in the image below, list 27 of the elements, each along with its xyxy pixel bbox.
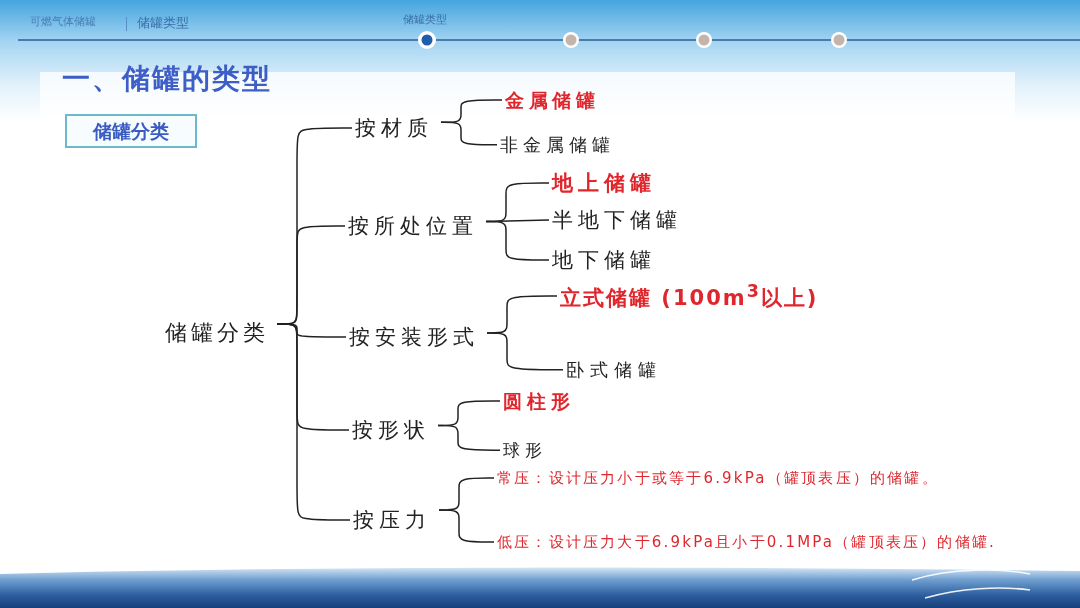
breadcrumb-text: 储罐类型 [137, 15, 189, 30]
tank-type-label: 卧式储罐 [566, 359, 662, 381]
tank-type-label: 半地下储罐 [552, 207, 682, 233]
tank-type-label: 地上储罐 [552, 170, 656, 196]
brace-connector [276, 323, 351, 521]
brace-connector [485, 220, 550, 261]
pressure-class-text: 常压：设计压力小于或等于6.9kPa（罐顶表压）的储罐。 [497, 469, 939, 487]
root-category-label: 储罐分类 [165, 320, 269, 347]
criterion-label: 按形状 [352, 417, 430, 443]
tank-type-label: 地下储罐 [552, 247, 656, 273]
brace-connector [437, 424, 501, 451]
section-tag: 储罐分类 [65, 114, 197, 148]
tank-type-label: 圆柱形 [503, 389, 575, 413]
brace-connector [486, 332, 564, 371]
criterion-label: 按压力 [353, 507, 431, 533]
criterion-label: 按所处位置 [348, 213, 478, 239]
brace-connector [438, 509, 495, 543]
tank-type-label: 立式储罐 (100m$^{3}$以上) [560, 281, 819, 312]
step-label: 储罐类型 [403, 13, 447, 26]
tank-type-label: 金属储罐 [505, 88, 599, 112]
brace-connector [440, 121, 498, 146]
slide-title: 一、储罐的类型 [62, 62, 272, 96]
tank-type-label: 非金属储罐 [500, 134, 615, 156]
pressure-class-text: 低压：设计压力大于6.9kPa且小于0.1MPa（罐顶表压）的储罐. [497, 533, 997, 551]
criterion-label: 按安装形式 [349, 324, 479, 350]
tank-type-label: 球形 [503, 440, 547, 461]
criterion-label: 按材质 [355, 115, 433, 141]
